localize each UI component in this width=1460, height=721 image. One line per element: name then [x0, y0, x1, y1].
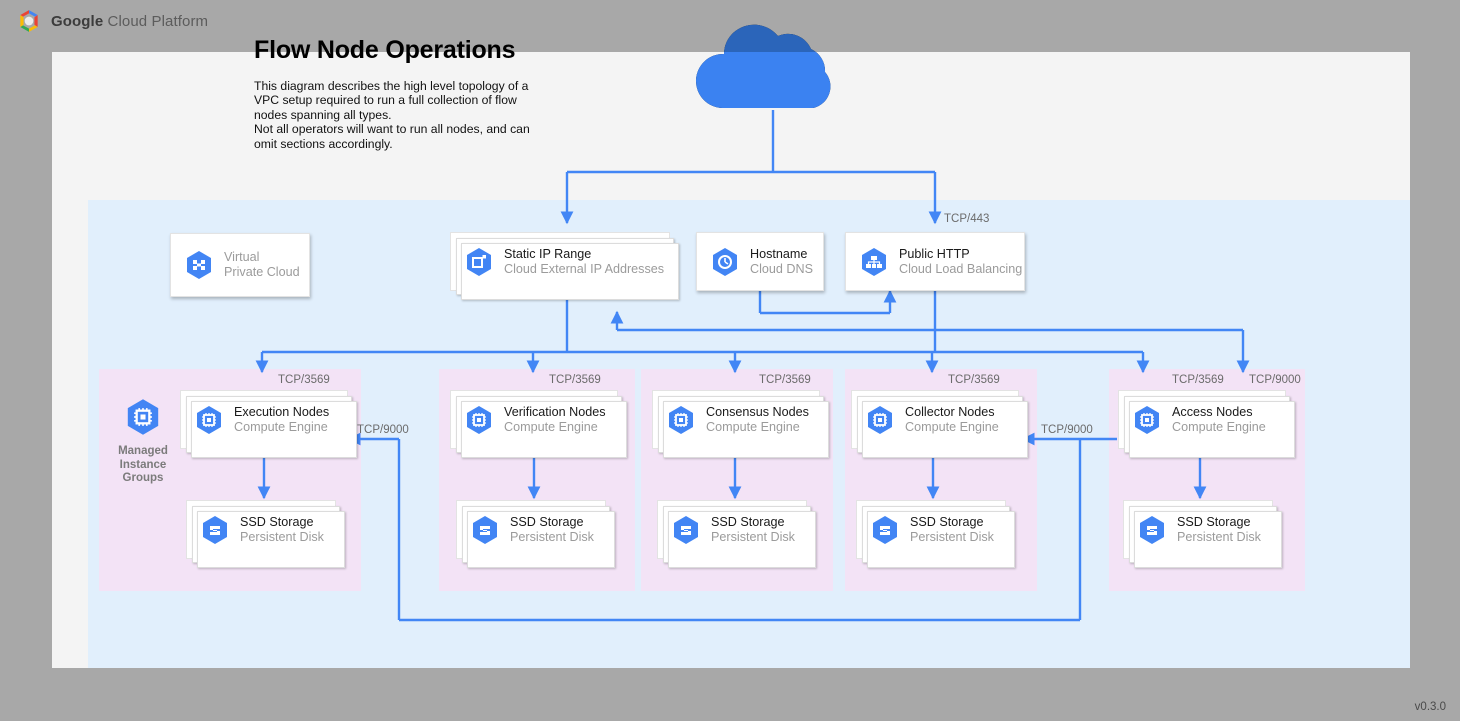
compute-engine-icon — [197, 405, 221, 434]
node-title: Static IP Range — [504, 246, 592, 261]
mig-label-line2: Instance — [119, 458, 167, 471]
persistent-disk-icon — [873, 515, 897, 544]
load-balancer-icon — [862, 247, 886, 276]
port-label-collector-ingress: TCP/3569 — [948, 374, 1000, 386]
node-subtitle: Private Cloud — [224, 265, 300, 279]
storage-subtitle: Persistent Disk — [910, 529, 994, 544]
node-title: Collector Nodes — [905, 404, 995, 419]
storage-title: SSD Storage — [1177, 514, 1251, 529]
version-label: v0.3.0 — [1414, 701, 1446, 713]
node-title: Virtual — [224, 250, 260, 265]
node-subtitle: Cloud Load Balancing — [899, 261, 1023, 276]
gcp-brand-rest: Cloud Platform — [103, 12, 209, 30]
persistent-disk-icon — [674, 515, 698, 544]
compute-engine-icon — [868, 405, 892, 434]
node-subtitle: Compute Engine — [905, 419, 999, 434]
gcp-hexagon-logo-icon — [20, 10, 38, 32]
node-subtitle: Compute Engine — [1172, 419, 1266, 434]
port-label-access-to-collector: TCP/9000 — [1041, 424, 1093, 436]
managed-instance-groups-icon — [127, 399, 159, 435]
persistent-disk-icon — [203, 515, 227, 544]
gcp-brand-text: Google Cloud Platform — [51, 13, 208, 30]
virtual-private-cloud-icon — [187, 251, 211, 279]
port-label-access-to-execution: TCP/9000 — [357, 424, 409, 436]
mig-label-line1: Managed — [118, 445, 168, 457]
node-title: Access Nodes — [1172, 404, 1253, 419]
port-label-verification-ingress: TCP/3569 — [549, 374, 601, 386]
port-label-consensus-ingress: TCP/3569 — [759, 374, 811, 386]
storage-title: SSD Storage — [240, 514, 314, 529]
node-subtitle: Cloud External IP Addresses — [504, 261, 665, 276]
node-title: Execution Nodes — [234, 404, 330, 419]
node-title: Consensus Nodes — [706, 404, 809, 419]
storage-subtitle: Persistent Disk — [240, 529, 324, 544]
node-subtitle: Compute Engine — [504, 419, 598, 434]
static-ip-icon — [467, 247, 491, 276]
cloud-dns-icon — [713, 247, 737, 276]
persistent-disk-icon — [473, 515, 497, 544]
node-title: Public HTTP — [899, 246, 970, 261]
storage-subtitle: Persistent Disk — [1177, 529, 1261, 544]
compute-engine-icon — [1135, 405, 1159, 434]
gcp-brand-bold: Google — [51, 12, 104, 30]
storage-subtitle: Persistent Disk — [510, 529, 594, 544]
port-label-execution-ingress: TCP/3569 — [278, 374, 330, 386]
port-label-access-9000: TCP/9000 — [1249, 374, 1301, 386]
managed-instance-groups-label: Managed Instance Groups — [103, 398, 183, 486]
diagram-description: This diagram describes the high level to… — [254, 79, 530, 151]
page-title: Flow Node Operations — [254, 36, 516, 64]
port-label-access-ingress: TCP/3569 — [1172, 374, 1224, 386]
compute-engine-icon — [467, 405, 491, 434]
mig-label-line3: Groups — [122, 472, 164, 485]
storage-title: SSD Storage — [910, 514, 984, 529]
storage-subtitle: Persistent Disk — [711, 529, 795, 544]
node-title: Verification Nodes — [504, 404, 606, 419]
storage-title: SSD Storage — [510, 514, 584, 529]
gcp-header: Google Cloud Platform — [0, 0, 1460, 42]
port-label-https-lb: TCP/443 — [944, 213, 990, 225]
compute-engine-icon — [669, 405, 693, 434]
node-subtitle: Compute Engine — [706, 419, 800, 434]
storage-title: SSD Storage — [711, 514, 785, 529]
node-title: Hostname — [750, 246, 808, 261]
internet-cloud-icon — [676, 16, 872, 116]
persistent-disk-icon — [1140, 515, 1164, 544]
node-subtitle: Compute Engine — [234, 419, 328, 434]
node-subtitle: Cloud DNS — [750, 261, 813, 276]
